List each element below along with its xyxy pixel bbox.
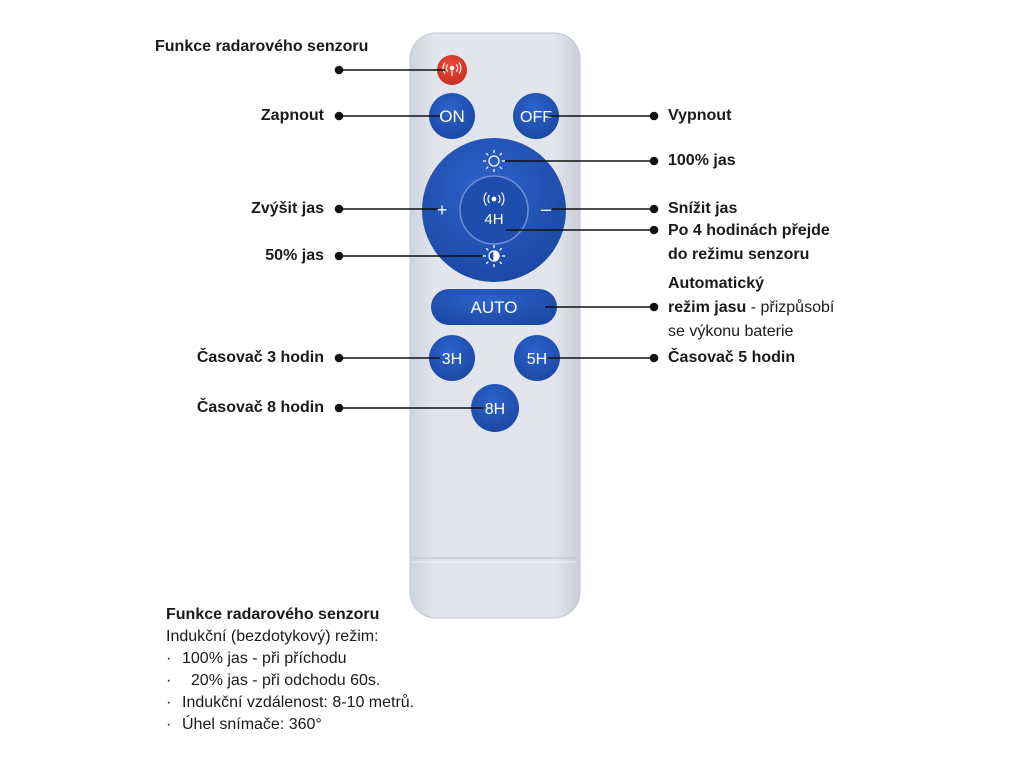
auto-button[interactable]: AUTO — [431, 289, 557, 325]
center-wave-icon — [483, 192, 505, 206]
label-auto-line3: se výkonu baterie — [668, 322, 793, 341]
label-half: 50% jas — [265, 247, 324, 264]
on-button[interactable]: ON — [429, 93, 475, 139]
label-sensor-line1: Po 4 hodinách přejde — [668, 222, 830, 239]
radar-wave-icon — [442, 62, 462, 76]
info-item-text: 20% jas - při odchodu 60s. — [182, 672, 381, 689]
label-sensor-line2: do režimu senzoru — [668, 246, 810, 263]
label-radar: Funkce radarového senzoru — [155, 38, 369, 55]
label-decrease: Snížit jas — [668, 200, 738, 217]
info-item: · 20% jas - při odchodu 60s. — [166, 672, 381, 689]
timer-5h-label: 5H — [527, 351, 547, 368]
label-auto-line1: Automatický — [668, 275, 765, 292]
on-button-label: ON — [439, 107, 465, 126]
center-4h-label: 4H — [484, 211, 503, 228]
center-4h-button[interactable] — [459, 175, 529, 245]
plus-button[interactable]: + — [437, 200, 448, 220]
info-title: Funkce radarového senzoru — [166, 606, 380, 623]
info-item: ·Úhel snímače: 360° — [166, 716, 322, 733]
label-increase: Zvýšit jas — [251, 200, 324, 217]
minus-button[interactable]: – — [541, 199, 551, 219]
label-on: Zapnout — [260, 107, 324, 124]
info-block: Funkce radarového senzoru Indukční (bezd… — [166, 604, 414, 736]
label-auto-line2: režim jasu - přizpůsobí — [668, 298, 834, 317]
off-button[interactable]: OFF — [513, 93, 559, 139]
info-item: ·100% jas - při příchodu — [166, 650, 347, 667]
off-button-label: OFF — [520, 109, 552, 126]
info-item-text: Indukční vzdálenost: 8-10 metrů. — [182, 694, 415, 711]
leader-lines — [334, 65, 659, 413]
sun-half-icon[interactable] — [483, 245, 505, 267]
label-auto-line3-text: se výkonu baterie — [668, 323, 794, 340]
info-subtitle: Indukční (bezdotykový) režim: — [166, 628, 379, 645]
brightness-dial — [422, 138, 566, 282]
timer-3h-button[interactable]: 3H — [429, 335, 475, 381]
label-off: Vypnout — [668, 107, 732, 124]
info-item-text: Úhel snímače: 360° — [182, 716, 322, 733]
label-full: 100% jas — [668, 152, 736, 169]
timer-3h-label: 3H — [442, 351, 462, 368]
timer-8h-label: 8H — [485, 401, 505, 418]
label-timer3: Časovač 3 hodin — [196, 349, 324, 366]
info-item-text: 100% jas - při příchodu — [182, 650, 347, 667]
auto-button-label: AUTO — [471, 298, 518, 317]
timer-5h-button[interactable]: 5H — [514, 335, 560, 381]
sun-full-icon[interactable] — [483, 150, 505, 172]
label-auto-rest: - přizpůsobí — [746, 299, 835, 316]
label-auto-bold: režim jasu — [668, 299, 747, 316]
label-timer8: Časovač 8 hodin — [196, 399, 324, 416]
timer-8h-button[interactable]: 8H — [471, 384, 519, 432]
label-timer5: Časovač 5 hodin — [668, 349, 796, 366]
radar-button[interactable] — [437, 55, 467, 85]
info-item: ·Indukční vzdálenost: 8-10 metrů. — [166, 694, 415, 711]
